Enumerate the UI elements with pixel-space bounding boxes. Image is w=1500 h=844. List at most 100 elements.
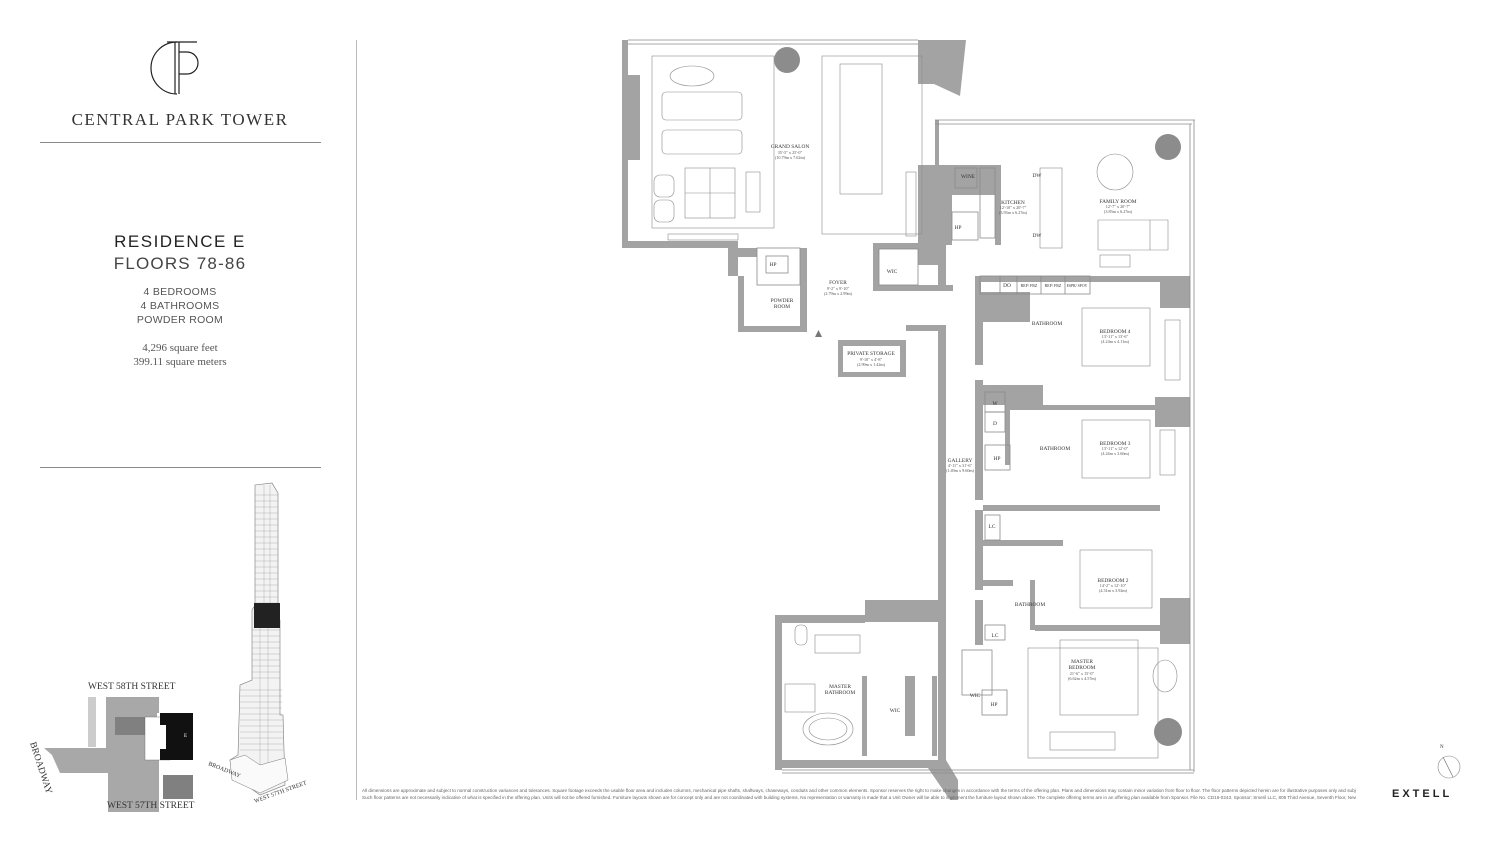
legal-disclaimer: All dimensions are approximate and subje… <box>362 787 1356 801</box>
rug <box>651 55 775 229</box>
room-name: MASTER <box>829 684 851 690</box>
footprint-strip <box>88 697 96 747</box>
wic-label: WIC <box>887 269 898 275</box>
dw-label: DW <box>1033 173 1043 179</box>
lc-label: LC <box>992 633 999 639</box>
tower-core <box>148 725 166 749</box>
tower-floor-lines <box>240 485 283 765</box>
entry-marker-icon <box>815 330 822 337</box>
room-grand-salon: GRAND SALON 35'-5" x 25'-0" (10.79m x 7.… <box>771 144 810 160</box>
column <box>774 47 800 73</box>
divider <box>40 467 321 468</box>
sofa <box>661 129 743 155</box>
key-plan: WEST 58TH STREET E WEST 57TH STREET BROA… <box>27 682 195 812</box>
disclaimer-line: Such floor patterns are not necessarily … <box>362 795 1356 800</box>
room-dim-metric: (2.99m x 1.42m) <box>857 362 886 367</box>
master-rug <box>1027 647 1159 759</box>
coffee-table <box>669 65 715 87</box>
room-dim-metric: (1.49m x 9.60m) <box>946 468 975 473</box>
room-dim: 13'-11" x 12'-0" <box>1102 446 1129 451</box>
column <box>1155 134 1181 160</box>
tower-base <box>229 754 289 794</box>
hp-label: HP <box>994 456 1001 462</box>
room-master-bedroom: MASTER BEDROOM 21'-6" x 15'-0" (6.62m x … <box>1068 659 1097 681</box>
feature-bedrooms: 4 BEDROOMS <box>143 286 217 298</box>
hp-label: HP <box>991 702 998 708</box>
room-bedroom-2: BEDROOM 2 14'-2" x 12'-10" (4.31m x 3.92… <box>1098 578 1129 593</box>
wic-label: WIC <box>970 693 981 699</box>
family-table <box>1096 153 1134 191</box>
room-name: FAMILY ROOM <box>1099 199 1136 205</box>
room-dim-metric: (6.62m x 4.57m) <box>1068 676 1097 681</box>
cpt-monogram-logo <box>150 41 199 95</box>
unit-mark: E <box>184 734 187 739</box>
room-dim: 12'-7" x 20'-7" <box>1106 204 1131 209</box>
room-dim: 9'-2" x 9'-10" <box>827 286 850 291</box>
room-gallery: GALLERY 4'-11" x 31'-6" (1.49m x 9.60m) <box>946 458 975 473</box>
bed <box>1079 549 1153 609</box>
dw-label: DW <box>1033 233 1043 239</box>
street-south-label: WEST 57TH STREET <box>107 801 195 811</box>
do-label: DO <box>1003 283 1011 289</box>
feature-list: 4 BEDROOMS 4 BATHROOMS POWDER ROOM <box>40 285 320 327</box>
sofa <box>661 91 743 121</box>
area-sqm: 399.11 square meters <box>133 355 227 368</box>
dryer-label: D <box>993 421 997 427</box>
room-dim: 14'-2" x 12'-10" <box>1100 583 1127 588</box>
toilet <box>794 624 808 646</box>
residence-name: RESIDENCE E <box>114 232 246 251</box>
developer-logo: EXTELL <box>1392 788 1453 800</box>
dining-rug <box>821 55 923 235</box>
room-name: GALLERY <box>948 458 973 464</box>
feature-powder-room: POWDER ROOM <box>136 314 224 326</box>
area-block: 4,296 square feet 399.11 square meters <box>40 342 320 369</box>
washer-label: W <box>992 401 998 407</box>
room-dim-metric: (10.79m x 7.62m) <box>775 155 806 160</box>
room-dim-metric: (2.79m x 2.99m) <box>824 291 853 296</box>
residence-floors: FLOORS 78-86 <box>113 254 247 273</box>
compass-north-label: N <box>1440 745 1444 750</box>
bathroom-label: BATHROOM <box>1032 321 1062 327</box>
room-name: BATHROOM <box>825 690 855 696</box>
column <box>1154 718 1182 746</box>
master-bed <box>1059 639 1139 716</box>
lc-label: LC <box>989 524 996 530</box>
room-bedroom-4: BEDROOM 4 13'-11" x 13'-6" (4.24m x 4.11… <box>1100 329 1131 344</box>
hp-label: HP <box>955 225 962 231</box>
walls <box>622 40 1190 800</box>
room-family-room: FAMILY ROOM 12'-7" x 20'-7" (3.83m x 6.2… <box>1099 199 1136 214</box>
bathtub <box>802 712 854 746</box>
room-powder-room: POWDER ROOM <box>771 298 794 310</box>
brand-title: CENTRAL PARK TOWER <box>71 110 289 129</box>
room-dim-metric: (4.24m x 4.11m) <box>1101 339 1130 344</box>
north-compass-icon: N <box>1437 745 1461 779</box>
ref-frz-label: REF/ FRZ <box>1045 283 1062 288</box>
room-dim: 9'-10" x 4'-8" <box>860 357 883 362</box>
room-name: BEDROOM 4 <box>1100 329 1131 335</box>
room-kitchen: KITCHEN 12'-10" x 20'-7" (3.93m x 6.27m) <box>999 200 1028 215</box>
room-dim-metric: (4.31m x 3.92m) <box>1099 588 1128 593</box>
room-name: ROOM <box>774 304 790 310</box>
room-dim: 21'-6" x 15'-0" <box>1070 671 1095 676</box>
panel-divider <box>356 40 357 800</box>
divider <box>40 142 321 143</box>
wic-label: WIC <box>890 708 901 714</box>
room-dim: 4'-11" x 31'-6" <box>948 463 973 468</box>
room-dim: 35'-5" x 25'-0" <box>778 150 803 155</box>
core-block <box>115 717 145 735</box>
area-sqft: 4,296 square feet <box>142 342 218 354</box>
room-name: PRIVATE STORAGE <box>847 351 895 357</box>
room-dim-metric: (3.93m x 6.27m) <box>999 210 1028 215</box>
bed <box>1081 419 1151 479</box>
room-name: BEDROOM 3 <box>1100 441 1131 447</box>
dining-table <box>839 63 883 195</box>
glazing-and-partitions <box>628 39 1195 774</box>
room-name: FOYER <box>829 280 847 286</box>
room-dim-metric: (3.83m x 6.27m) <box>1104 209 1133 214</box>
hp-label: HP <box>770 262 777 268</box>
street-north-label: WEST 58TH STREET <box>88 682 176 692</box>
room-name: MASTER <box>1071 659 1093 665</box>
bathroom-label: BATHROOM <box>1015 602 1045 608</box>
room-name: POWDER <box>771 298 794 304</box>
